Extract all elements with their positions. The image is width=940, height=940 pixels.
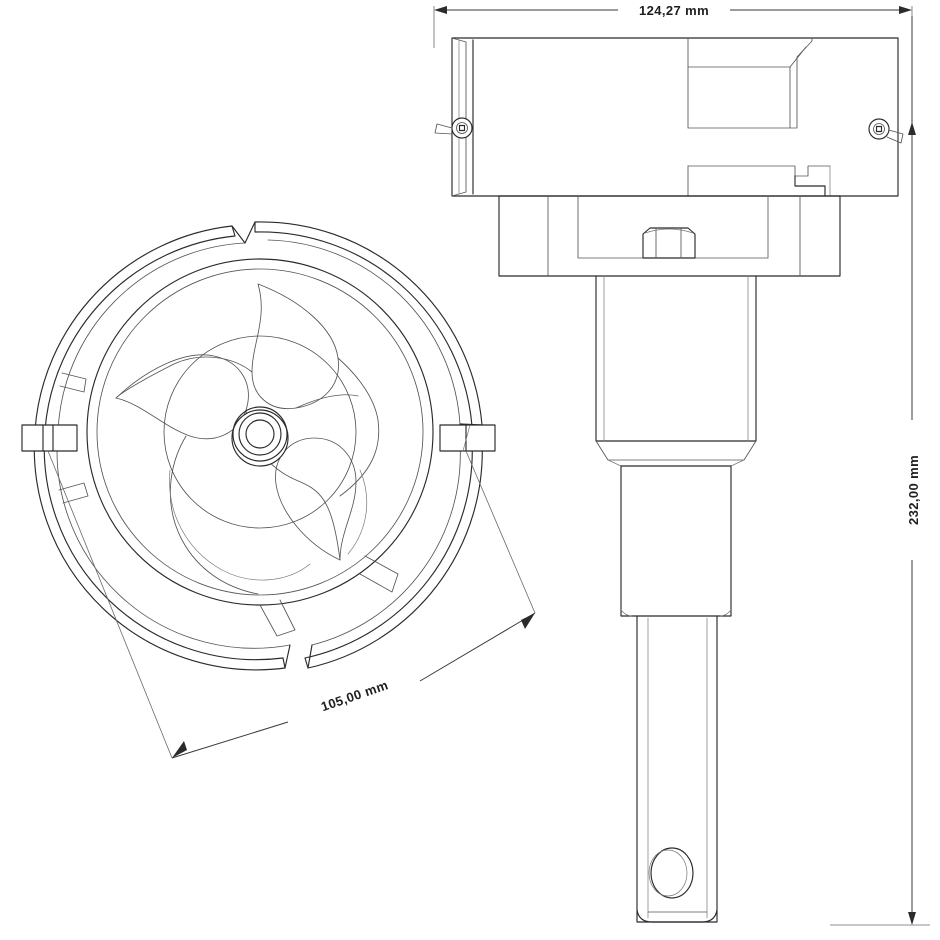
impeller-vane-lower-right (275, 437, 357, 561)
eyelet-left-outer (451, 117, 473, 139)
guard-notch-lower-left (58, 482, 89, 504)
central-hub (231, 406, 289, 467)
guard-inner-lip-lower-right (311, 442, 461, 646)
hub-outer-circle (232, 406, 288, 462)
guard-gap-bottom-faces (284, 644, 313, 669)
eyelet-left-bore (458, 124, 466, 132)
impeller-boss-ring (163, 335, 357, 529)
shaft-mid-body (620, 465, 732, 617)
dimension-label-height: 232,00 mm (906, 455, 921, 525)
impeller-vane-left (115, 354, 249, 440)
dimension-label-width: 124,27 mm (639, 3, 709, 18)
dimension-height-overall: 232,00 mm (830, 16, 930, 926)
diag-dim-seg-right (419, 612, 536, 682)
housing-outline (451, 37, 899, 197)
eyelet-right-bore (875, 125, 883, 133)
diag-ext-line-left (47, 450, 173, 759)
dimension-label-diameter: 105,00 mm (319, 677, 390, 714)
hub-bore-circle (245, 419, 275, 449)
impeller-blend-a (115, 356, 253, 399)
diag-dim-seg-left (171, 721, 289, 759)
diag-arrowhead-left (172, 741, 187, 758)
guard-outer-arc-lower-right (304, 439, 483, 669)
three-vane-impeller (86, 258, 434, 606)
dimension-diameter-guard: 105,00 mm (47, 450, 536, 759)
guard-blade-seam-bottom (259, 599, 296, 637)
guard-blade-seam-right (359, 555, 399, 593)
shaft-bottom-cap (636, 909, 718, 923)
shaft-mid-bottom-fillets (620, 609, 732, 617)
arrowhead-left (434, 6, 447, 14)
eyelet-right-mid (873, 123, 885, 135)
housing-lower-ledge (687, 165, 831, 177)
guard-notch-upper-left (59, 372, 87, 393)
eyelet-left-lug (434, 123, 453, 135)
impeller-recess-right (347, 469, 368, 555)
mounting-tab-right (439, 424, 496, 452)
oval-slot-inner (648, 849, 688, 897)
housing-pocket-chamfer (789, 46, 807, 68)
junction-box-housing (434, 37, 904, 197)
housing-upper-pocket (687, 37, 813, 129)
hex-nut-top-arc (644, 228, 694, 234)
shaft-upper-body (595, 275, 757, 442)
flange-outline (498, 195, 841, 277)
hex-nut-outline (642, 227, 696, 259)
impeller-inner-circle (96, 268, 424, 596)
eyelet-right-outer (868, 118, 890, 140)
flange-inner-pocket (577, 195, 769, 259)
impeller-blend-c (337, 357, 380, 497)
collar-taper (595, 440, 757, 461)
diag-ext-line-right (465, 450, 536, 614)
guard-inner-lip-left (56, 242, 291, 649)
housing-lower-notch (794, 175, 826, 197)
guard-outer-arc-upper-right (254, 221, 483, 427)
tab-left-body (21, 424, 78, 452)
housing-left-lid-edge (451, 37, 467, 197)
tab-right-body (439, 424, 496, 452)
impeller-blend-e (295, 394, 359, 409)
bottom-view (21, 221, 496, 671)
mounting-eyelet-right (868, 118, 904, 144)
arrowhead-top (908, 122, 916, 135)
diag-arrowhead-right (521, 613, 535, 629)
eyelet-left-mid (456, 122, 468, 134)
arrowhead-bottom (908, 912, 916, 925)
probe-shaft-upper (595, 275, 757, 442)
impeller-vane-upper (251, 283, 339, 410)
eyelet-right-lug (886, 129, 904, 144)
oval-slot-outer (650, 847, 694, 899)
mounting-tab-left (21, 424, 78, 452)
hex-nut (642, 227, 696, 259)
process-connection-flange (498, 195, 841, 277)
shaft-collar-transition (595, 440, 757, 467)
hub-shadow-circle (231, 409, 289, 467)
impeller-recess-lower-left (169, 469, 311, 581)
side-view (434, 37, 904, 923)
impeller-blend-d (169, 435, 259, 595)
probe-shaft-mid (620, 465, 732, 617)
mounting-eyelet-left (434, 117, 473, 139)
hub-mid-circle (238, 412, 282, 456)
guard-outer-arc-left (33, 225, 286, 671)
arrowhead-right (899, 6, 912, 14)
guard-gap-top-faces (231, 221, 256, 244)
guard-inner-lip-upper-right (267, 239, 461, 425)
oval-slot (648, 847, 694, 899)
dimension-width-overall: 124,27 mm (433, 3, 913, 122)
probe-shaft-lower (636, 615, 718, 923)
c-shaped-guard-ring (33, 221, 483, 671)
tab-right-rib-b (462, 424, 471, 452)
collar-corner-chamfer (607, 459, 745, 467)
